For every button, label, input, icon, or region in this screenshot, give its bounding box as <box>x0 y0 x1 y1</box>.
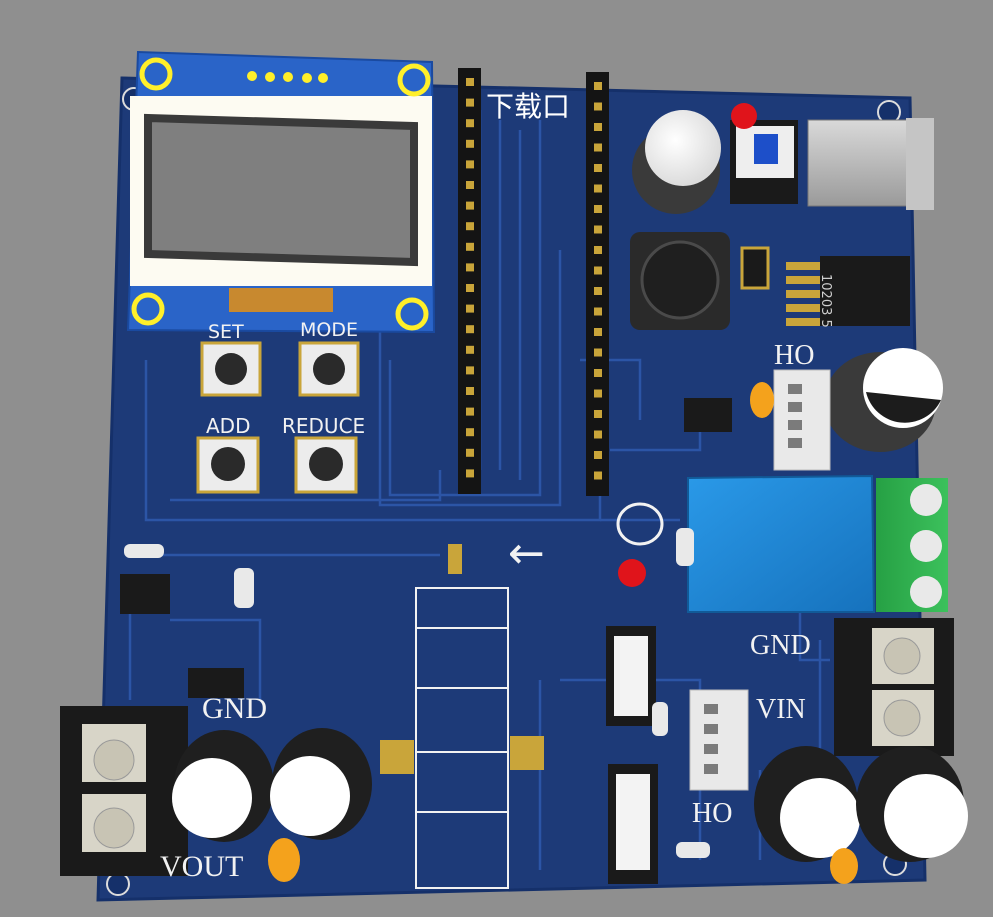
header-pin <box>594 164 602 172</box>
header-pin <box>466 345 474 354</box>
header-pin <box>466 325 474 334</box>
regulator-chip <box>786 256 910 326</box>
black-terminal-right <box>834 618 954 756</box>
header-pin <box>466 448 474 457</box>
header-pin <box>466 119 474 128</box>
header-pin <box>594 307 602 316</box>
connector-ho-top <box>773 369 831 471</box>
header-pin <box>594 82 602 90</box>
header-pin <box>594 143 602 152</box>
connector-ho-bottom <box>689 689 749 791</box>
black-terminal-left <box>60 706 188 876</box>
header-pin <box>466 366 474 375</box>
transistor <box>616 502 664 546</box>
header-pin <box>466 263 474 272</box>
header-pin <box>466 181 474 189</box>
buttons <box>196 341 360 494</box>
header-pin <box>594 328 602 336</box>
led-top <box>731 103 757 129</box>
header-pin <box>466 139 474 148</box>
electrolytic-cap-top <box>632 110 721 214</box>
mode-label: MODE <box>300 319 358 341</box>
header-pin <box>594 287 602 295</box>
pad-left <box>380 740 414 774</box>
header-pin <box>594 389 602 398</box>
header-pin <box>466 201 474 210</box>
dc-jack <box>807 118 934 210</box>
header-pin <box>466 284 474 292</box>
oled-display <box>126 50 436 334</box>
ho-bottom-label: HO <box>692 798 733 829</box>
ho-top-label: HO <box>774 340 815 371</box>
copper-traces <box>128 110 830 870</box>
gnd-left-label: GND <box>202 692 267 725</box>
header-pin <box>594 123 602 131</box>
tantalum-mid <box>750 382 774 418</box>
direction-arrow: ← <box>508 528 545 579</box>
vout-label: VOUT <box>160 850 244 883</box>
header-pin <box>594 205 602 213</box>
tantalum-caps <box>268 838 858 884</box>
vin-label: VIN <box>756 694 806 725</box>
mosfets <box>606 626 658 884</box>
bottom-caps <box>172 728 968 862</box>
header-pin <box>594 471 602 480</box>
header-pin <box>466 242 474 251</box>
set-label: SET <box>208 321 244 343</box>
diode-smd <box>740 246 770 290</box>
relay <box>687 474 876 613</box>
header-pin <box>466 78 474 86</box>
gnd-right-label: GND <box>750 630 811 661</box>
pin-header-left <box>458 68 481 494</box>
reduce-button[interactable] <box>294 436 358 494</box>
led-mid <box>618 559 646 587</box>
header-pin <box>466 428 474 437</box>
header-pin <box>466 98 474 107</box>
header-pin <box>466 387 474 395</box>
ic-small <box>684 398 732 432</box>
download-port-label: 下载口 <box>486 90 571 123</box>
resistor-small <box>448 544 462 574</box>
header-pin <box>594 102 602 111</box>
header-pin <box>466 407 474 416</box>
reduce-label: REDUCE <box>282 414 366 438</box>
power-switch <box>730 120 798 204</box>
header-pin <box>594 348 602 357</box>
header-pin <box>594 430 602 439</box>
add-button[interactable] <box>196 436 260 494</box>
header-pin <box>466 469 474 478</box>
green-terminal <box>876 478 948 612</box>
electrolytic-cap-mid <box>824 348 943 452</box>
add-label: ADD <box>206 414 251 438</box>
header-pin <box>466 222 474 231</box>
header-pin <box>594 246 602 254</box>
header-pin <box>594 225 602 234</box>
chip-marking: 10203 5 <box>818 274 833 328</box>
set-button[interactable] <box>200 341 262 397</box>
header-pin <box>466 304 474 313</box>
current-sensor-area <box>120 528 710 858</box>
header-pin <box>594 266 602 275</box>
mode-button[interactable] <box>298 341 360 397</box>
header-pin <box>594 369 602 377</box>
header-pin <box>594 184 602 193</box>
pad-right <box>510 736 544 770</box>
header-pin <box>594 451 602 459</box>
shunt-footprint <box>415 587 509 889</box>
header-pin <box>466 160 474 169</box>
header-pin <box>594 410 602 418</box>
pin-header-right <box>586 72 609 496</box>
inductor <box>630 232 730 330</box>
